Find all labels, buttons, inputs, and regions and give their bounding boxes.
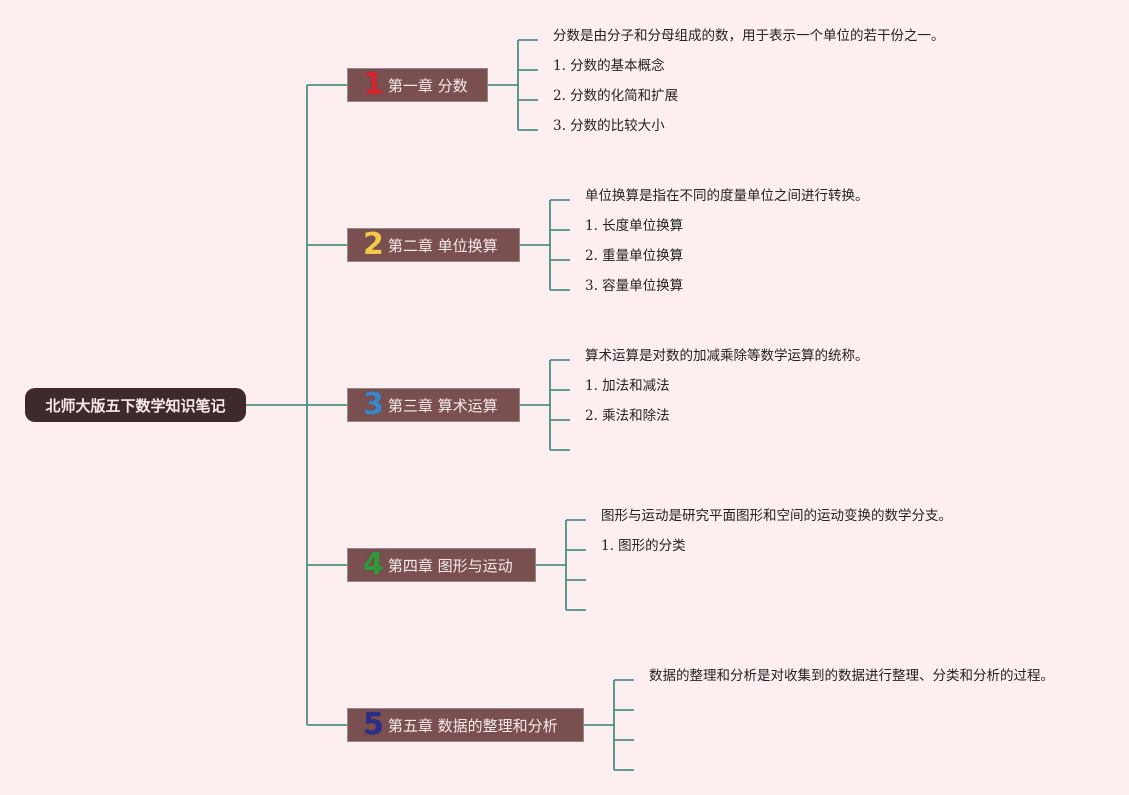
chapter-label: 第五章 数据的整理和分析 (387, 716, 558, 735)
chapter-2-item-1[interactable]: 单位换算是指在不同的度量单位之间进行转换。 (585, 188, 869, 204)
chapter-3-item-1[interactable]: 算术运算是对数的加减乘除等数学运算的统称。 (585, 348, 869, 364)
chapter-3-node[interactable]: 3 第三章 算术运算 (347, 388, 520, 422)
chapter-number-3: 3 (363, 387, 384, 422)
chapter-1-item-1[interactable]: 分数是由分子和分母组成的数，用于表示一个单位的若干份之一。 (553, 28, 945, 44)
chapter-5-node[interactable]: 5 第五章 数据的整理和分析 (347, 708, 584, 742)
chapter-3-item-2[interactable]: 1. 加法和减法 (585, 378, 670, 394)
chapter-1-node[interactable]: 1 第一章 分数 (347, 68, 488, 102)
chapter-2-node[interactable]: 2 第二章 单位换算 (347, 228, 520, 262)
chapter-1-item-4[interactable]: 3. 分数的比较大小 (553, 118, 665, 134)
chapter-3-item-3[interactable]: 2. 乘法和除法 (585, 408, 670, 424)
chapter-number-1: 1 (363, 67, 384, 102)
chapter-4-node[interactable]: 4 第四章 图形与运动 (347, 548, 536, 582)
root-node[interactable]: 北师大版五下数学知识笔记 (25, 388, 246, 422)
chapter-1-item-2[interactable]: 1. 分数的基本概念 (553, 58, 665, 74)
root-title: 北师大版五下数学知识笔记 (45, 396, 226, 415)
chapter-2-item-3[interactable]: 2. 重量单位换算 (585, 248, 684, 264)
chapter-number-5: 5 (363, 707, 384, 742)
chapter-label: 第四章 图形与运动 (387, 556, 513, 575)
chapter-2-item-4[interactable]: 3. 容量单位换算 (585, 278, 684, 294)
chapter-number-2: 2 (363, 227, 384, 262)
chapter-5-item-1[interactable]: 数据的整理和分析是对收集到的数据进行整理、分类和分析的过程。 (649, 668, 1054, 684)
chapter-4-item-2[interactable]: 1. 图形的分类 (601, 538, 686, 554)
chapter-label: 第三章 算术运算 (387, 396, 498, 415)
chapter-number-4: 4 (363, 547, 384, 582)
chapter-label: 第二章 单位换算 (387, 236, 498, 255)
chapter-1-item-3[interactable]: 2. 分数的化简和扩展 (553, 88, 679, 104)
chapter-4-item-1[interactable]: 图形与运动是研究平面图形和空间的运动变换的数学分支。 (601, 508, 952, 524)
chapter-label: 第一章 分数 (387, 76, 468, 95)
chapter-2-item-2[interactable]: 1. 长度单位换算 (585, 218, 684, 234)
